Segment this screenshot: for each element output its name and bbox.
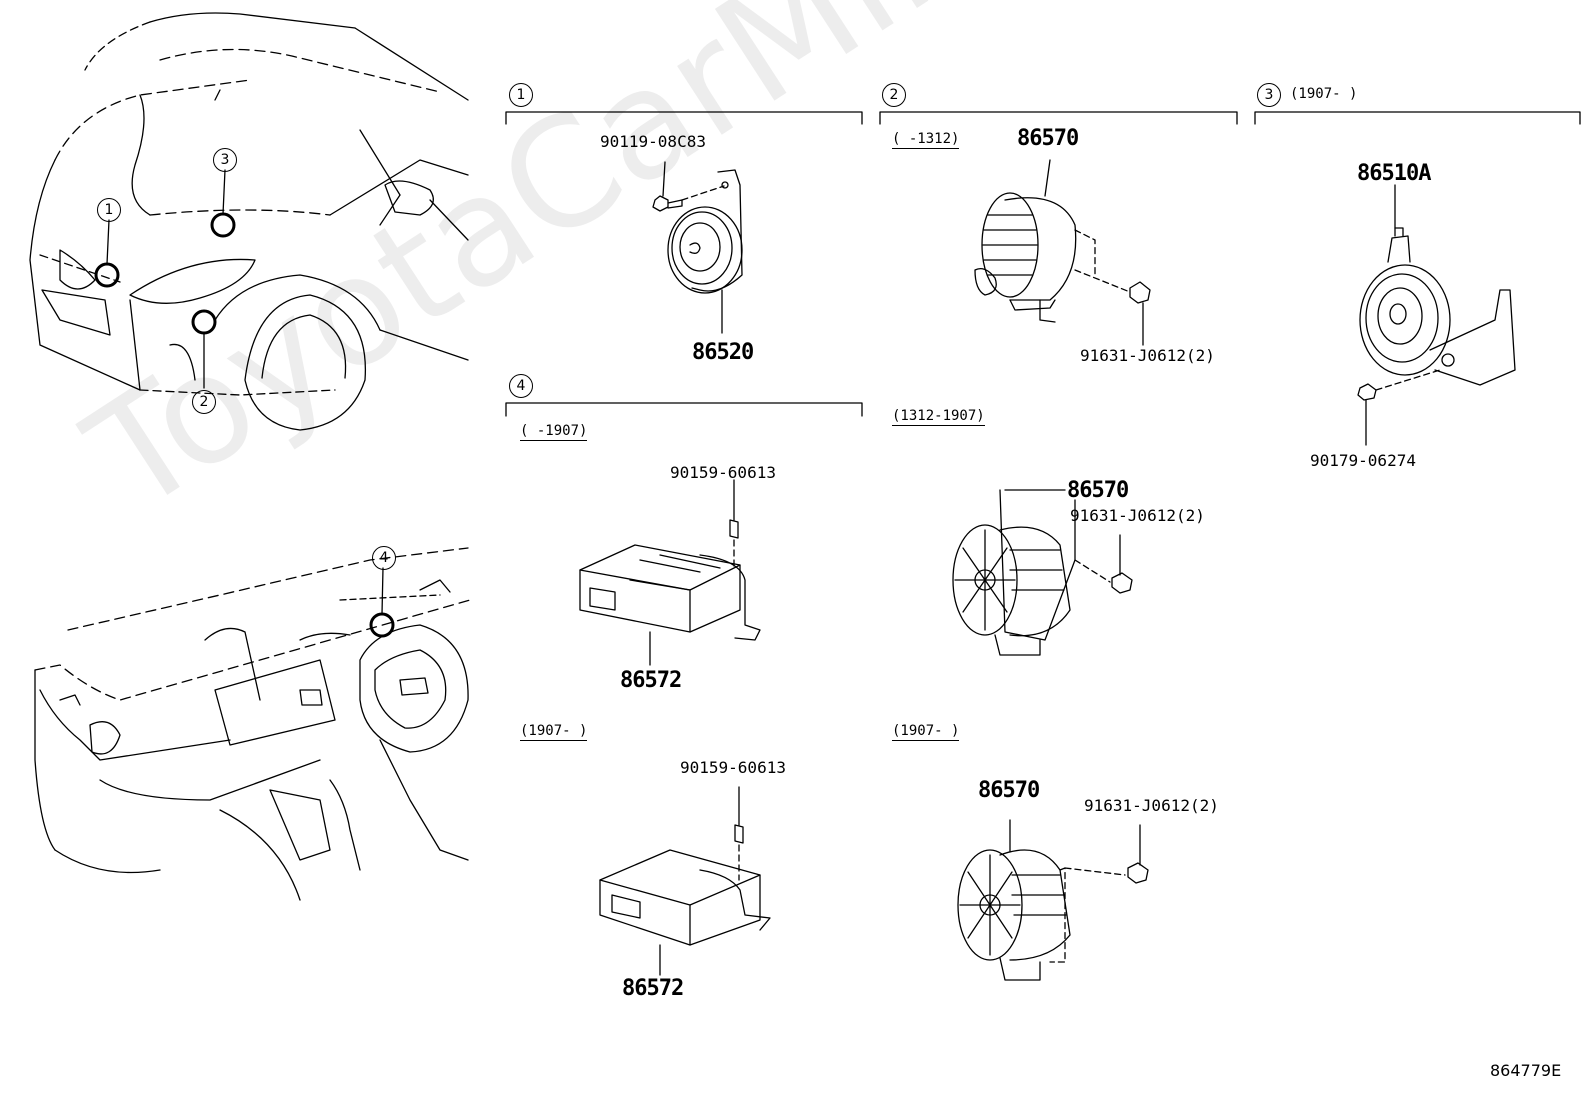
part-86570-pre-1312[interactable]: 86570 bbox=[1017, 126, 1079, 151]
section-1-bracket bbox=[505, 111, 863, 125]
ecu-86572-pre-1907-drawing bbox=[579, 479, 761, 666]
dashboard-illustration bbox=[34, 547, 471, 901]
part-86520[interactable]: 86520 bbox=[692, 340, 754, 365]
car-marker-3: 3 bbox=[213, 148, 237, 172]
section-1-number: 1 bbox=[509, 83, 533, 107]
section-4-bracket bbox=[505, 402, 863, 417]
horn-86570-1312-1907-drawing bbox=[952, 489, 1133, 656]
horn-86510a-drawing bbox=[1357, 184, 1516, 446]
part-86572-post-1907[interactable]: 86572 bbox=[622, 976, 684, 1001]
section-3-date: (1907- ) bbox=[1290, 86, 1358, 102]
part-90159-60613-a[interactable]: 90159-60613 bbox=[670, 463, 776, 482]
car-marker-2: 2 bbox=[192, 390, 216, 414]
section-4-number: 4 bbox=[509, 374, 533, 398]
horn-86570-post-1907-drawing bbox=[957, 819, 1149, 981]
part-90159-60613-b[interactable]: 90159-60613 bbox=[680, 758, 786, 777]
car-marker-1: 1 bbox=[97, 198, 121, 222]
part-90119-08c83[interactable]: 90119-08C83 bbox=[600, 132, 706, 151]
part-90179-06274[interactable]: 90179-06274 bbox=[1310, 451, 1416, 470]
date-s4-to-1907: ( -1907) bbox=[520, 423, 588, 441]
diagram-code: 864779E bbox=[1490, 1061, 1562, 1080]
part-86570-post-1907[interactable]: 86570 bbox=[978, 778, 1040, 803]
ecu-86572-post-1907-drawing bbox=[599, 786, 771, 976]
part-86570-1312-1907[interactable]: 86570 bbox=[1067, 478, 1129, 503]
date-s2-from-1907: (1907- ) bbox=[892, 723, 960, 741]
section-2-number: 2 bbox=[882, 83, 906, 107]
marker-1-location bbox=[94, 262, 120, 288]
section-3-bracket bbox=[1254, 111, 1581, 125]
horn-86520-drawing bbox=[652, 161, 743, 334]
car-front-illustration bbox=[29, 12, 469, 431]
date-s4-from-1907: (1907- ) bbox=[520, 723, 588, 741]
section-3-number: 3 bbox=[1257, 83, 1281, 107]
part-91631-j0612-c[interactable]: 91631-J0612(2) bbox=[1084, 796, 1219, 815]
horn-86570-pre-1312-drawing bbox=[974, 159, 1151, 346]
date-s2-to-1312: ( -1312) bbox=[892, 131, 960, 149]
marker-3-location bbox=[210, 212, 236, 238]
part-86510a[interactable]: 86510A bbox=[1357, 161, 1431, 186]
date-s2-1312-1907: (1312-1907) bbox=[892, 408, 985, 426]
car-marker-4: 4 bbox=[372, 546, 396, 570]
part-91631-j0612-b[interactable]: 91631-J0612(2) bbox=[1070, 506, 1205, 525]
marker-2-location bbox=[191, 309, 217, 335]
part-91631-j0612-a[interactable]: 91631-J0612(2) bbox=[1080, 346, 1215, 365]
part-86572-pre-1907[interactable]: 86572 bbox=[620, 668, 682, 693]
section-2-bracket bbox=[879, 111, 1238, 125]
